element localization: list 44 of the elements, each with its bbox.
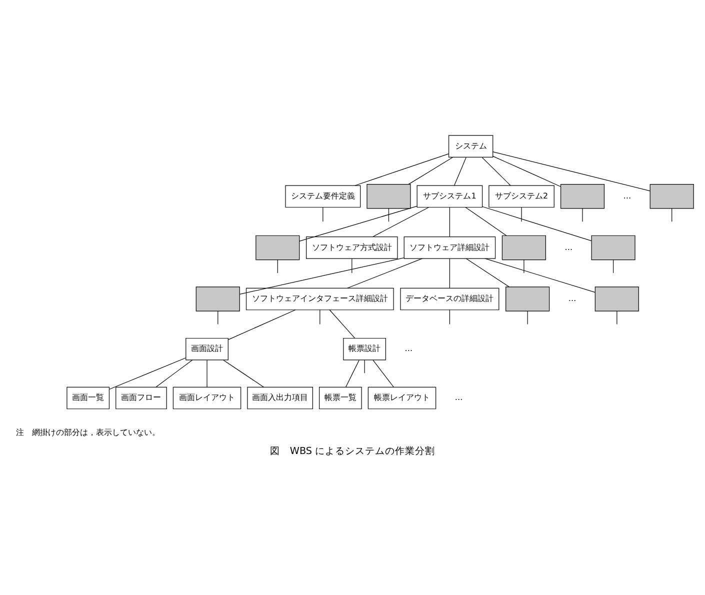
connector <box>482 156 511 186</box>
connector <box>299 206 418 242</box>
caption: 図 WBS によるシステムの作業分割 <box>270 446 436 458</box>
connector <box>408 156 454 185</box>
connector <box>465 206 507 236</box>
connector <box>228 310 296 340</box>
connector <box>354 153 449 186</box>
node-box <box>650 184 694 209</box>
connector <box>527 310 528 325</box>
node-box <box>506 286 550 312</box>
connector <box>454 156 467 186</box>
connector <box>372 360 394 388</box>
node-box <box>560 184 605 209</box>
connector <box>484 258 596 293</box>
connector <box>449 310 450 325</box>
node-box <box>196 286 240 312</box>
node-box <box>366 184 411 209</box>
connector <box>277 260 278 274</box>
connector <box>109 358 186 390</box>
node-box <box>591 235 636 260</box>
node-box <box>256 235 300 260</box>
connector <box>329 310 356 338</box>
node-box <box>502 235 546 260</box>
node-box <box>594 286 639 312</box>
connector <box>223 360 264 388</box>
connector <box>492 156 561 187</box>
connector <box>156 360 193 388</box>
connector <box>206 360 208 388</box>
connector <box>616 310 618 325</box>
connector <box>449 258 450 288</box>
connector <box>364 360 365 374</box>
connector <box>521 207 522 222</box>
connector <box>582 208 583 222</box>
connector <box>388 208 390 222</box>
connector <box>322 207 324 222</box>
connector <box>612 260 614 274</box>
connector <box>239 258 404 294</box>
connector <box>347 258 422 288</box>
connector <box>482 206 592 242</box>
connector <box>492 151 650 192</box>
connector <box>466 258 510 288</box>
connector <box>346 360 360 388</box>
connector <box>372 206 430 238</box>
connector <box>449 206 450 238</box>
